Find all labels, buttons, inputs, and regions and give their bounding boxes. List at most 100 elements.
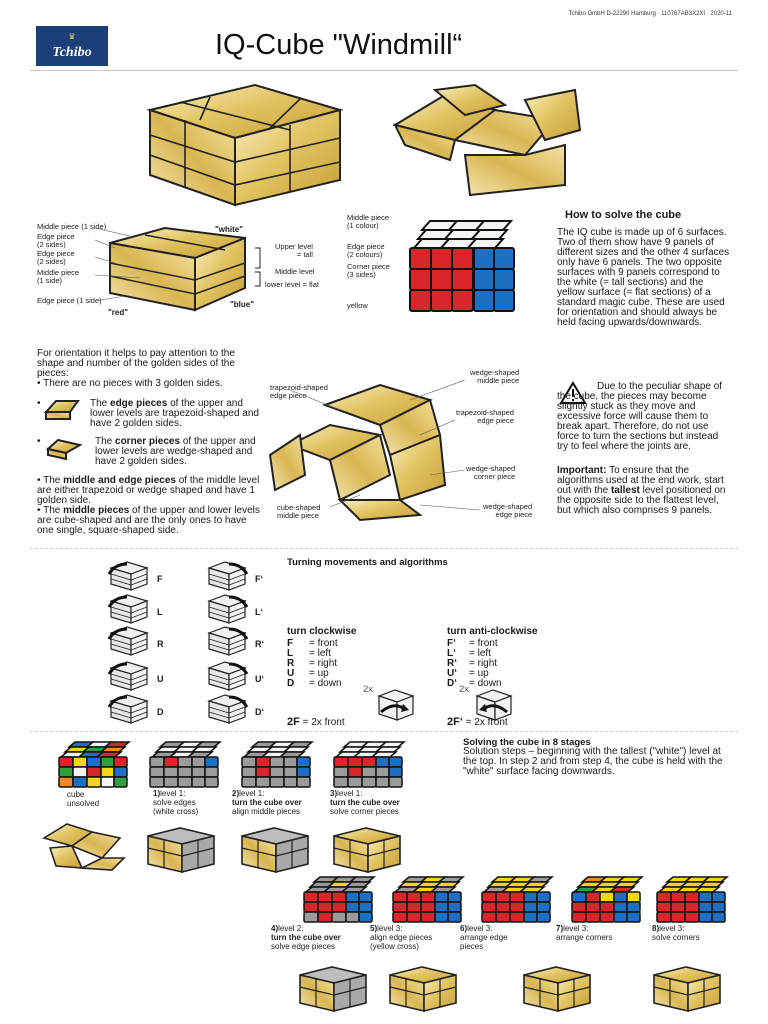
move-def-val: = left (309, 648, 331, 659)
move-cube-icon-7 (207, 661, 249, 691)
move-def-row: R‘ = right (447, 659, 497, 669)
s4-level: level 2: (278, 924, 304, 933)
label-middle-1: Middle piece (1 side) (37, 222, 107, 231)
s3-level: level 1: (337, 789, 363, 798)
stage-unsolved-label: cube unsolved (67, 790, 100, 808)
move-cube-icon-0 (107, 561, 149, 591)
edge-piece-icon (43, 400, 80, 420)
label-edge-1: Edge piece (1 side) (37, 296, 102, 305)
move-cube-icon-9 (207, 694, 249, 724)
stage-1-windmill-icon (147, 827, 215, 874)
stage-5-windmill-icon (389, 966, 457, 1013)
move-label-3: L‘ (255, 607, 263, 617)
stage-8-label: 8)level 3:solve corners (652, 924, 700, 942)
page-title: IQ-Cube "Windmill“ (215, 29, 463, 61)
important-label: Important: (557, 465, 607, 476)
label-edge-2a: Edge piece (2 sides) (37, 232, 75, 249)
label-upper-level: Upper level = tall (275, 242, 313, 259)
solve-title: Solving the cube in 8 stages (463, 737, 591, 748)
s8-num: 8) (652, 924, 660, 933)
orientation-bullet-5: • The middle pieces of the upper and low… (37, 506, 262, 536)
move-label-2: L (157, 607, 163, 617)
move-def-key: U‘ (447, 668, 457, 679)
twoF-desc: = 2x front (302, 717, 345, 728)
b2-rest: of the upper and lower levels are trapez… (90, 398, 259, 429)
orientation-bullet-3: The corner pieces of the upper and lower… (95, 437, 265, 467)
label-rubik-corner: Corner piece (3 sides) (347, 262, 390, 279)
twoF-x2: 2x (363, 684, 374, 695)
cw-title: turn clockwise (287, 626, 357, 637)
move-label-8: D (157, 707, 164, 717)
move-label-9: D‘ (255, 707, 264, 717)
move-def-key: L (287, 648, 294, 659)
b4-bold: middle and edge pieces (63, 475, 176, 486)
move-cube-icon-4 (107, 626, 149, 656)
s5-num: 5) (370, 924, 378, 933)
label-lower-level: lower level = flat (265, 280, 319, 289)
orientation-bullet-2: The edge pieces of the upper and lower l… (90, 399, 265, 429)
s6-desc: arrange edge pieces (460, 933, 508, 951)
twoFp-row: 2F‘ = 2x front (447, 717, 508, 728)
twoF-row: 2F = 2x front (287, 717, 345, 728)
move-def-row: F= front (287, 639, 338, 649)
solve-desc: Solution steps – beginning with the tall… (463, 746, 723, 777)
label-blue: "blue" (230, 300, 255, 309)
move-label-5: R‘ (255, 639, 264, 649)
stage-6-windmill-icon (523, 966, 591, 1013)
s7-desc: arrange corners (556, 933, 613, 942)
move-def-row: D‘= down (447, 679, 502, 689)
move-def-val: = left (469, 648, 491, 659)
stage-1-label: 1)level 1:solve edges (white cross) (153, 789, 198, 816)
label-middle-level: Middle level (275, 267, 315, 276)
s6-level: level 3: (467, 924, 493, 933)
stage-6-cube-icon (481, 876, 555, 923)
move-def-key: L‘ (447, 648, 456, 659)
moves-title: Turning movements and algorithms (287, 557, 448, 568)
move-cube-icon-2 (107, 594, 149, 624)
b3-pre: The (95, 436, 113, 447)
orientation-bullet-1: • There are no pieces with 3 golden side… (37, 378, 223, 389)
s4-desc: solve edge pieces (271, 942, 336, 951)
move-cube-icon-5 (207, 626, 249, 656)
s4-bold: turn the cube over (271, 933, 341, 942)
windmill-cube-scrambled-illustration (392, 83, 582, 197)
s4-num: 4) (271, 924, 279, 933)
move-def-val: = down (309, 678, 342, 689)
stage-2-cube-icon (241, 741, 315, 788)
stage-5-cube-icon (392, 876, 466, 923)
divider (30, 70, 738, 71)
twoFp-desc: = 2x front (465, 717, 508, 728)
move-def-key: R (287, 658, 295, 669)
move-cube-icon-1 (207, 561, 249, 591)
move-def-row: F‘= front (447, 639, 498, 649)
stage-8-windmill-icon (653, 966, 721, 1013)
s7-level: level 3: (563, 924, 589, 933)
stage-1-cube-icon (149, 741, 223, 788)
labeled-gold-cube-illustration (94, 226, 261, 312)
important-rest: level positioned on the opposite side to… (557, 485, 726, 516)
warning-icon (559, 381, 587, 404)
s5-desc: align edge pieces (yellow cross) (370, 933, 433, 951)
b5-rest: of the upper and lower levels are cube-s… (37, 505, 260, 536)
orientation-bullet-4: • The middle and edge pieces of the midd… (37, 476, 262, 506)
s2-level: level 1: (239, 789, 265, 798)
howto-body: The IQ cube is made up of 6 surfaces. Tw… (557, 227, 730, 328)
move-def-row: U‘ = up (447, 669, 489, 679)
warning-text: Due to the peculiar shape of the cube, t… (557, 381, 723, 452)
move-def-val: = right (469, 658, 498, 669)
divider (30, 548, 738, 549)
stage-8-cube-icon (656, 876, 730, 923)
twoFp-cube-icon (475, 689, 513, 721)
move-def-val: = down (469, 678, 502, 689)
move-def-val: = up (469, 668, 489, 679)
b5-bold: middle pieces (63, 505, 130, 516)
move-def-key: F (287, 638, 294, 649)
s2-bold: turn the cube over (232, 798, 302, 807)
howto-title: How to solve the cube (565, 209, 682, 221)
move-def-key: R‘ (447, 658, 457, 669)
s1-level: level 1: (160, 789, 186, 798)
label-white: "white" (215, 225, 244, 234)
